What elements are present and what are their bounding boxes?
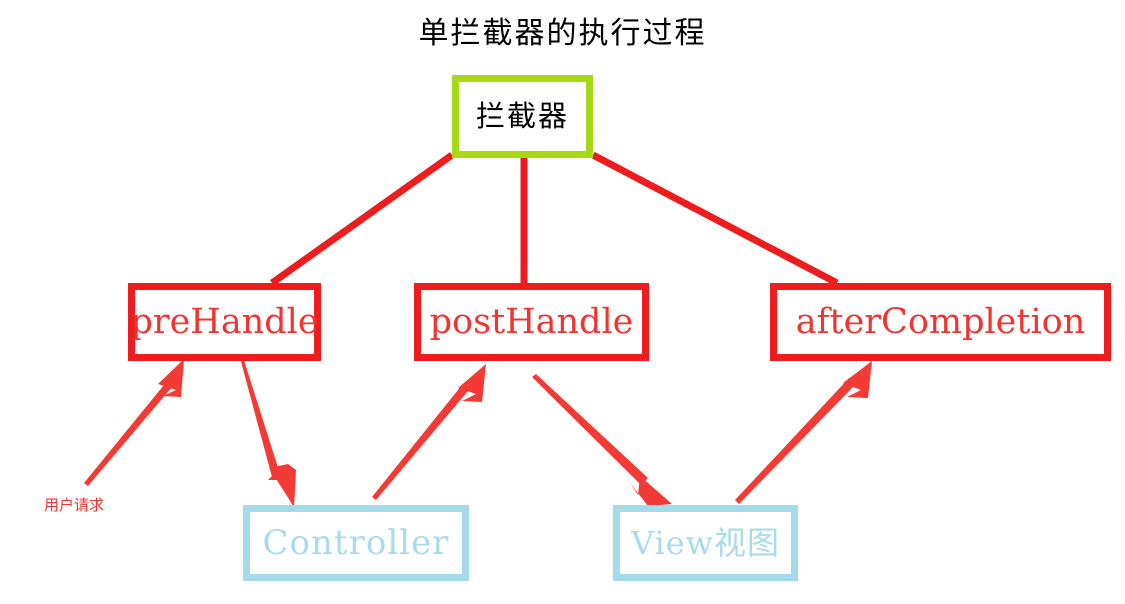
arrow-controller-to-posthandle bbox=[372, 364, 486, 500]
label-user-request: 用户请求 bbox=[44, 496, 105, 514]
arrow-posthandle-to-view bbox=[532, 374, 672, 506]
connector-interceptor-to-prehandle bbox=[269, 152, 455, 286]
arrow-request-to-prehandle bbox=[84, 359, 184, 486]
node-controller-label: Controller bbox=[262, 523, 450, 563]
node-aftercompletion[interactable]: afterCompletion bbox=[770, 283, 1111, 361]
node-prehandle[interactable]: preHandle bbox=[128, 283, 321, 361]
node-controller[interactable]: Controller bbox=[243, 505, 469, 581]
node-posthandle[interactable]: postHandle bbox=[414, 283, 649, 361]
node-view-label: View视图 bbox=[630, 524, 781, 562]
node-view[interactable]: View视图 bbox=[613, 505, 798, 581]
node-posthandle-label: postHandle bbox=[429, 301, 634, 342]
connector-interceptor-to-aftercompletion bbox=[591, 151, 839, 287]
arrow-view-to-aftercompletion bbox=[735, 361, 872, 504]
node-aftercompletion-label: afterCompletion bbox=[795, 301, 1086, 342]
node-prehandle-label: preHandle bbox=[130, 301, 319, 342]
page-title: 单拦截器的执行过程 bbox=[418, 16, 707, 51]
node-interceptor-label: 拦截器 bbox=[475, 99, 569, 133]
node-interceptor[interactable]: 拦截器 bbox=[452, 75, 593, 158]
arrow-prehandle-to-controller bbox=[240, 357, 296, 507]
